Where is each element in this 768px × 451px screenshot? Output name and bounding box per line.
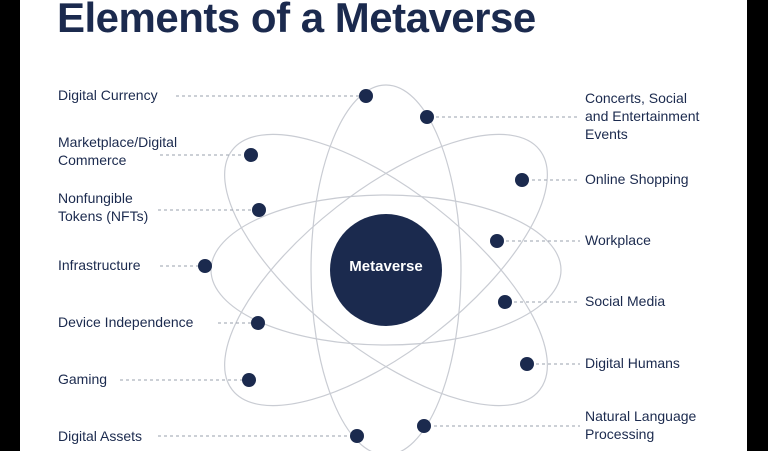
label-digital-humans: Digital Humans xyxy=(585,355,680,371)
orbits xyxy=(210,84,562,451)
label-workplace: Workplace xyxy=(585,232,651,248)
label-social-media: Social Media xyxy=(585,293,666,309)
label-digital-assets: Digital Assets xyxy=(58,428,143,444)
orbit-vertical xyxy=(310,84,462,451)
dot-concerts xyxy=(420,110,434,124)
center-node xyxy=(330,214,442,326)
dot-infrastructure xyxy=(198,259,212,273)
dot-online-shopping xyxy=(515,173,529,187)
page-title: Elements of a Metaverse xyxy=(57,0,536,41)
label-nlp: Natural Language Processing xyxy=(585,408,697,442)
element-dots xyxy=(198,89,534,443)
center-label: Metaverse xyxy=(349,258,423,275)
label-marketplace: Marketplace/Digital Commerce xyxy=(58,134,178,168)
connector-lines xyxy=(120,95,580,437)
dot-gaming xyxy=(242,373,256,387)
dot-device-independence xyxy=(251,316,265,330)
dot-digital-currency xyxy=(359,89,373,103)
label-infrastructure: Infrastructure xyxy=(58,257,141,273)
dot-digital-humans xyxy=(520,357,534,371)
label-digital-currency: Digital Currency xyxy=(58,87,158,103)
dot-digital-assets xyxy=(350,429,364,443)
infographic-card: Elements of a Metaverse xyxy=(20,0,747,451)
label-concerts: Concerts, Social and Entertainment Event… xyxy=(585,90,700,142)
atom-diagram xyxy=(120,84,580,451)
label-nfts: Nonfungible Tokens (NFTs) xyxy=(58,190,149,224)
orbit-diagonal-b xyxy=(224,133,548,407)
dot-workplace xyxy=(490,234,504,248)
orbit-diagonal-a xyxy=(224,133,548,407)
dot-nlp xyxy=(417,419,431,433)
dot-marketplace xyxy=(244,148,258,162)
label-gaming: Gaming xyxy=(58,371,108,387)
label-online-shopping: Online Shopping xyxy=(585,171,689,187)
orbit-horizontal xyxy=(210,194,562,346)
label-device-independence: Device Independence xyxy=(58,314,194,330)
dot-nfts xyxy=(252,203,266,217)
dot-social-media xyxy=(498,295,512,309)
